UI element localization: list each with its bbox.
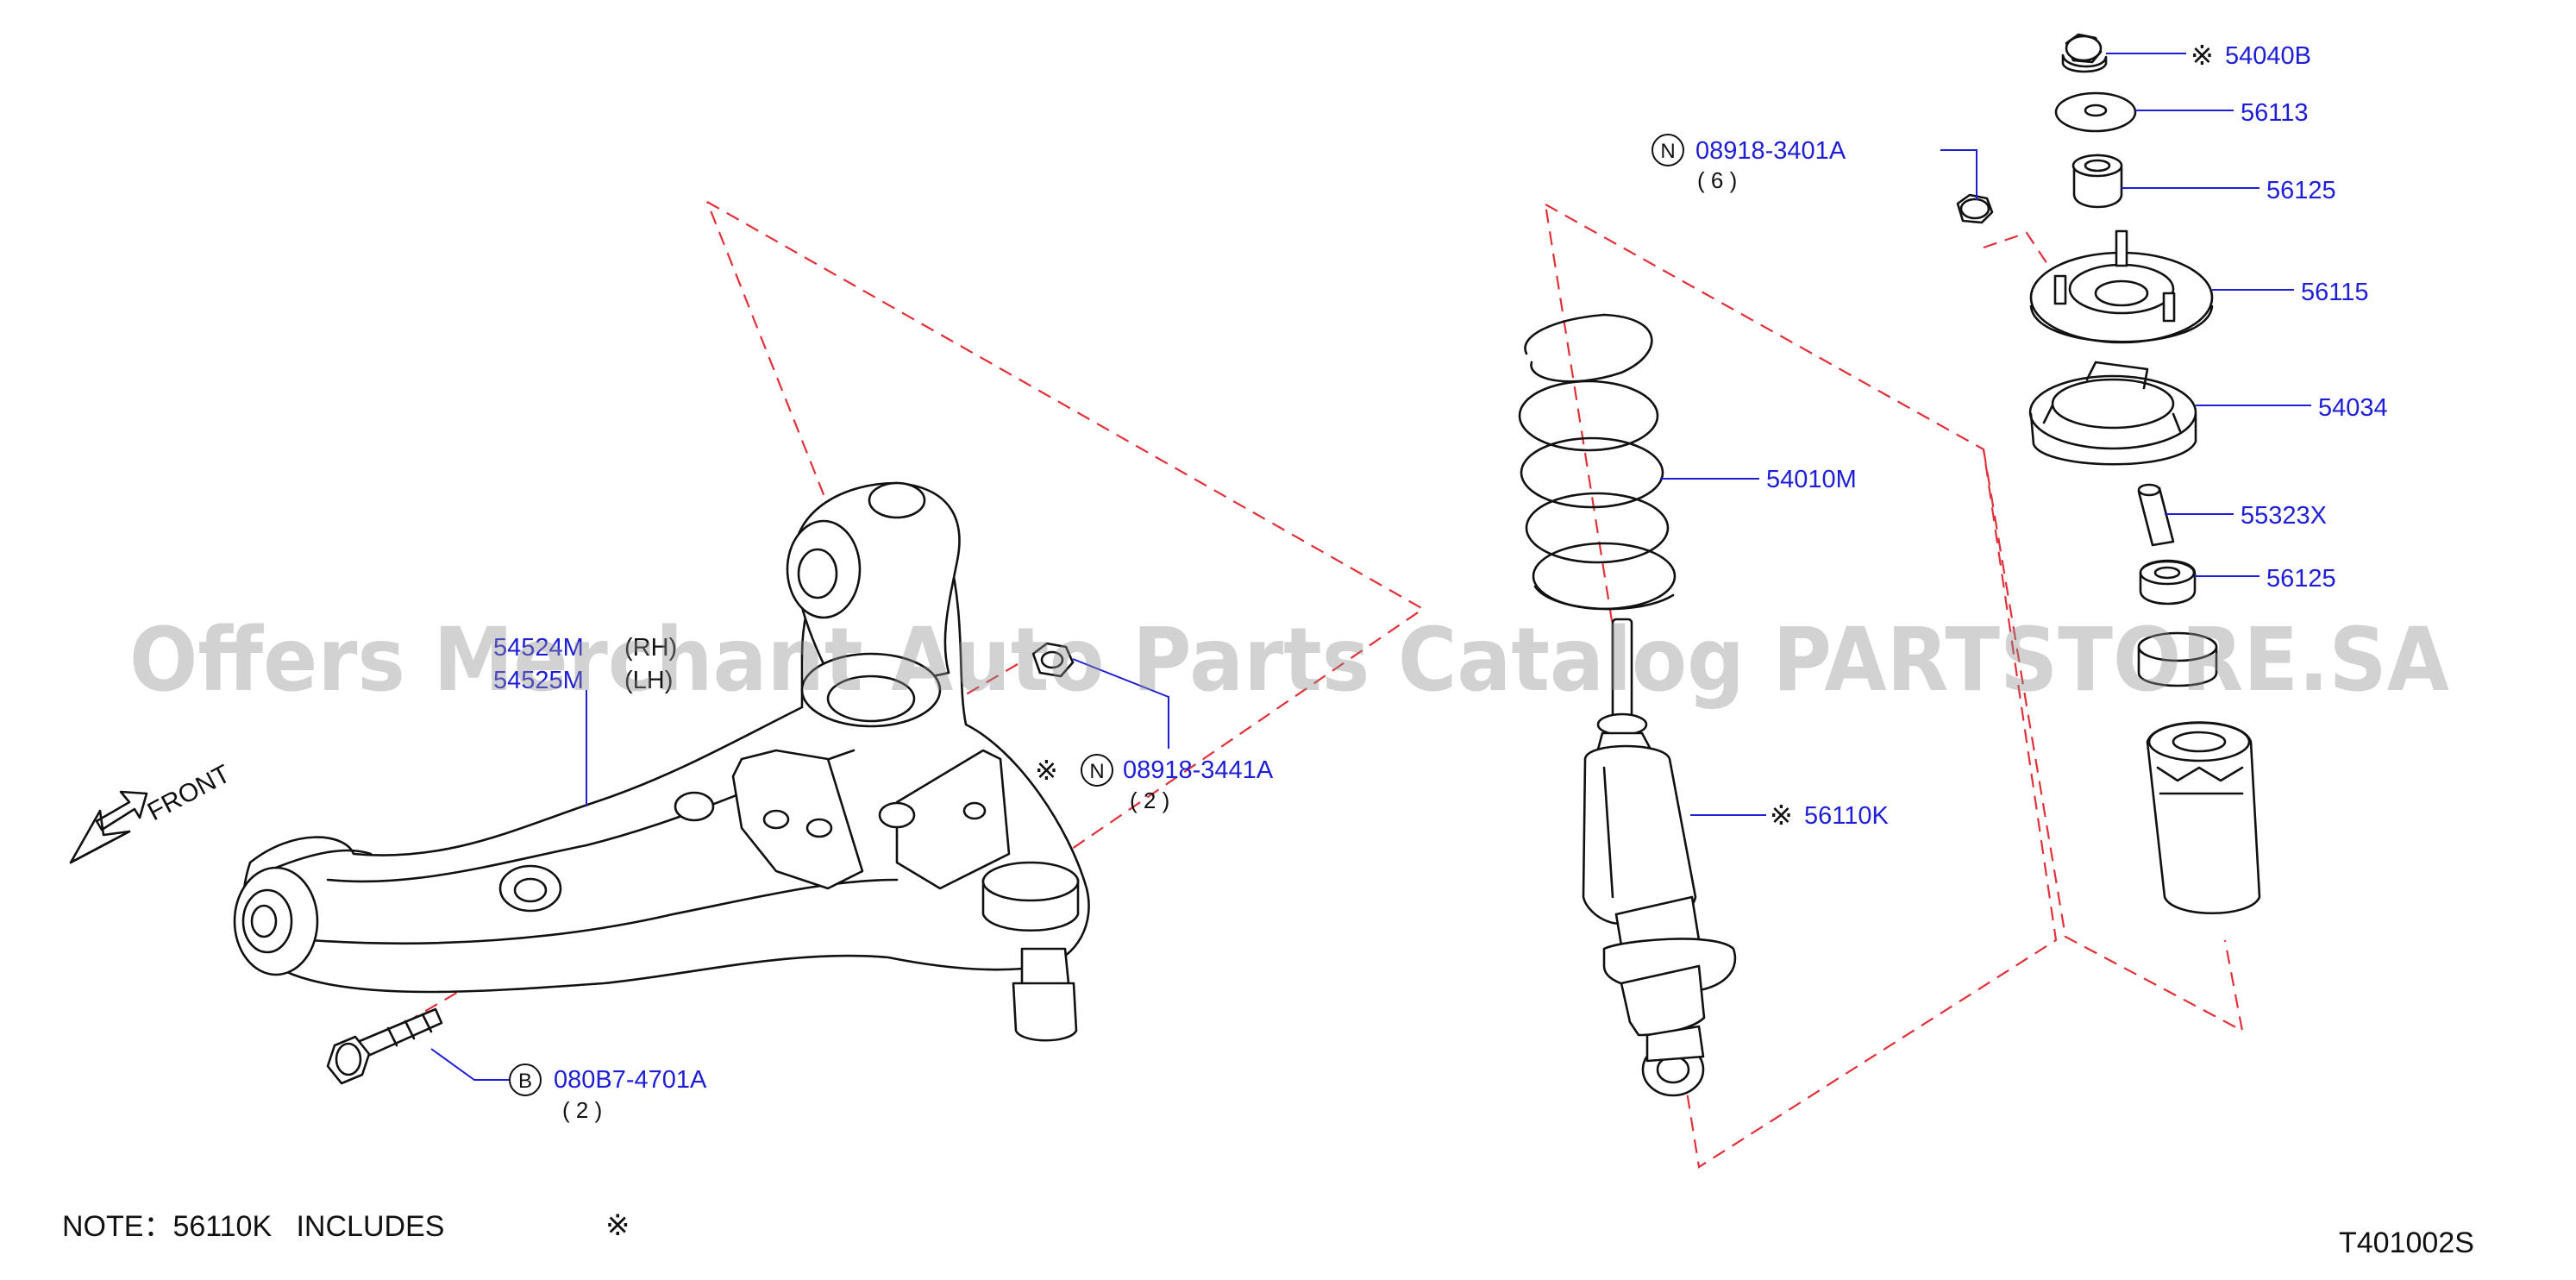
- washer-part[interactable]: [2054, 91, 2137, 133]
- top-mount-nut-part[interactable]: [1956, 193, 1994, 224]
- shock-absorber-part[interactable]: [1582, 618, 1737, 1097]
- badge-circle-nut-front: [1081, 754, 1113, 787]
- callout-mount[interactable]: 56115: [2301, 279, 2369, 306]
- badge-circle-bolt: [509, 1064, 542, 1096]
- callout-bolt-qty: ( 2 ): [562, 1097, 602, 1123]
- bolt-part[interactable]: [326, 1007, 443, 1085]
- badge-circle-nut-top: [1652, 134, 1684, 166]
- badge-n-nut-top: N: [1660, 140, 1675, 163]
- callout-upper-arm-lh[interactable]: 54525M: [493, 667, 584, 694]
- callout-bushing-upper[interactable]: 56125: [2266, 177, 2336, 204]
- asterisk-mark-strut: ※: [1770, 800, 1793, 831]
- upper-bushing-part[interactable]: [2071, 154, 2123, 209]
- note-asterisk-mark: ※: [605, 1209, 630, 1242]
- callout-nut-front-qty: ( 2 ): [1130, 787, 1169, 813]
- asterisk-mark-nut-front: ※: [1035, 755, 1058, 786]
- bump-stop-part[interactable]: [2137, 631, 2218, 687]
- callout-upper-arm-rh-side: (RH): [624, 634, 677, 662]
- leader-lines: [430, 53, 2311, 1081]
- note-text: NOTE：56110K INCLUDES: [62, 1210, 444, 1243]
- badge-b-bolt: B: [518, 1070, 532, 1093]
- asterisk-mark-nut-upper: ※: [2191, 40, 2214, 71]
- callout-bushing-lower[interactable]: 56125: [2266, 565, 2336, 593]
- drawing-code: T401002S: [2339, 1227, 2474, 1259]
- callout-spring[interactable]: 54010M: [1766, 466, 1857, 493]
- callout-bolt[interactable]: 080B7-4701A: [554, 1066, 707, 1094]
- callout-upper-arm-lh-side: (LH): [624, 667, 673, 694]
- callout-strut[interactable]: 56110K: [1804, 802, 1889, 830]
- callout-seat[interactable]: 54034: [2318, 394, 2388, 422]
- spacer-part[interactable]: [2137, 483, 2175, 547]
- strut-mount-part[interactable]: [2029, 229, 2214, 344]
- front-label: FRONT: [143, 760, 235, 827]
- upper-nut-part[interactable]: [2061, 33, 2108, 73]
- callout-spacer[interactable]: 55323X: [2241, 502, 2327, 530]
- badge-n-nut-front: N: [1089, 760, 1104, 783]
- watermark-text: Offers Merchant Auto Parts Catalog PARTS…: [129, 609, 2449, 712]
- front-nut-part[interactable]: [1031, 642, 1075, 678]
- dust-boot-part[interactable]: [2146, 721, 2261, 915]
- spring-seat-part[interactable]: [2028, 361, 2197, 466]
- coil-spring-part[interactable]: [1518, 313, 1677, 611]
- front-arrow-icon: [69, 790, 148, 864]
- callout-nut-upper[interactable]: 54040B: [2225, 42, 2311, 70]
- callout-upper-arm-rh[interactable]: 54524M: [493, 634, 584, 662]
- callout-nut-top-qty: ( 6 ): [1697, 167, 1737, 193]
- callout-nut-top[interactable]: 08918-3401A: [1695, 137, 1846, 165]
- control-arm[interactable]: [233, 481, 1090, 1042]
- callout-nut-front[interactable]: 08918-3441A: [1123, 756, 1274, 784]
- callout-washer[interactable]: 56113: [2241, 99, 2309, 127]
- lower-bushing-part[interactable]: [2139, 559, 2197, 605]
